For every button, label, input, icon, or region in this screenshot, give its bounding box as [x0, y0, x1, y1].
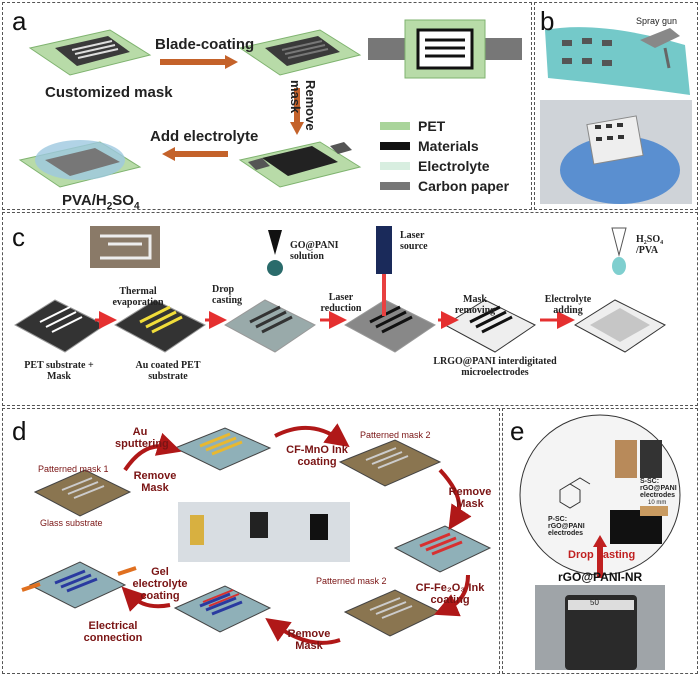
- patterned-mask-2b-label: Patterned mask 2: [316, 576, 387, 586]
- a-device-removed: [238, 141, 362, 188]
- lrgo-label: LRGO@PANI interdigitated microelectrodes: [433, 356, 557, 378]
- legend-swatch-electrolyte: [380, 162, 410, 170]
- panel-b-label: b: [540, 6, 555, 36]
- pva-sub-4: 4: [133, 201, 140, 212]
- cf-mno-label: CF-MnO Ink coating: [286, 444, 348, 468]
- panel-b: [534, 2, 698, 210]
- beaker-mark-label: 50: [590, 598, 599, 607]
- customized-mask-label: Customized mask: [45, 84, 173, 101]
- legend-swatch-carbon: [380, 182, 410, 190]
- gel-electrolyte-label: Gel electrolyte coating: [132, 566, 188, 602]
- d-photo: [178, 502, 350, 562]
- au-coated-label: Au coated PET substrate: [135, 360, 201, 382]
- au-sputtering-label: Au sputtering: [115, 426, 169, 450]
- patterned-mask-1-label: Patterned mask 1: [38, 464, 109, 474]
- remove-mask-d1-label: Remove Mask: [133, 470, 177, 494]
- panel-d: [2, 408, 500, 674]
- d-step4: [393, 525, 492, 573]
- c-step5-mask: [444, 299, 536, 353]
- thermal-evaporation-label: Thermal evaporation: [112, 286, 164, 308]
- mask-removing-label: Mask removing: [454, 294, 496, 316]
- a-device-mask: [28, 29, 152, 76]
- add-electrolyte-label: Add electrolyte: [150, 128, 259, 145]
- panel-e: [502, 408, 698, 674]
- panel-a: [2, 2, 532, 210]
- p-sc-label: P-SC: rGO@PANI electrodes: [548, 516, 585, 537]
- go-pani-label: GO@PANI solution: [290, 240, 339, 262]
- d-step7: [21, 561, 137, 609]
- legend-carbon-paper: Carbon paper: [418, 178, 510, 194]
- drop-casting-c-label: Drop casting: [212, 284, 242, 306]
- b-photo-glove: [540, 100, 692, 204]
- d-step6: [173, 585, 272, 633]
- pva-so: SO: [112, 192, 134, 209]
- remove-mask-label: Remove mask: [288, 80, 318, 131]
- spray-gun-label: Spray gun: [636, 16, 678, 26]
- blade-coating-label: Blade-coating: [155, 36, 255, 53]
- e-circle-photo: [519, 414, 681, 576]
- scale-bar-label: 10 mm: [648, 500, 667, 506]
- glass-substrate-label: Glass substrate: [40, 518, 103, 528]
- d-step1: [33, 469, 132, 517]
- patterned-mask-2a-label: Patterned mask 2: [360, 430, 431, 440]
- legend-pet: PET: [418, 118, 446, 134]
- b-spray-illustration: [545, 27, 690, 96]
- panel-a-label: a: [12, 6, 27, 36]
- d-arrows: [121, 423, 472, 645]
- pva-label: PVA/H2SO4: [62, 192, 140, 212]
- electrolyte-adding-label: Electrolyte adding: [544, 294, 592, 316]
- panel-c: [2, 212, 698, 406]
- panel-e-label: e: [510, 416, 525, 446]
- s-sc-label: S-SC: rGO@PANI electrodes: [640, 478, 677, 499]
- d-step2: [173, 427, 272, 471]
- laser-source-label: Laser source: [400, 230, 428, 252]
- pva-sub-2: 2: [106, 201, 113, 212]
- a-device-coated: [238, 29, 362, 76]
- electrical-connection-label: Electrical connection: [83, 620, 143, 644]
- pet-substrate-label: PET substrate + Mask: [24, 360, 94, 382]
- c-step1-substrate: [14, 299, 106, 353]
- cf-fe2o3-label: CF-Fe₂O₃ Ink coating: [415, 582, 485, 606]
- panel-d-label: d: [12, 416, 27, 446]
- remove-mask-d3-label: Remove Mask: [287, 628, 331, 652]
- a-topview: [368, 19, 522, 79]
- drop-casting-e-label: Drop casting: [568, 549, 636, 561]
- remove-mask-d2-label: Remove Mask: [448, 486, 492, 510]
- c-step3-drop: [224, 230, 316, 353]
- legend-swatch-pet: [380, 122, 410, 130]
- panel-c-label: c: [12, 222, 25, 252]
- h2so4-pva-label: H₂SO₄ /PVA: [636, 234, 664, 256]
- d-step3: [338, 439, 442, 487]
- c-step6-electrolyte: [574, 227, 666, 353]
- c-step4-laser: [344, 226, 436, 353]
- laser-reduction-label: Laser reduction: [320, 292, 362, 314]
- e-beaker-photo: [535, 585, 665, 670]
- legend-electrolyte: Electrolyte: [418, 158, 490, 174]
- pva-text: PVA/H: [62, 192, 107, 209]
- a-device-electrolyte: [18, 140, 142, 188]
- legend-materials: Materials: [418, 138, 479, 154]
- c-photo: [90, 226, 160, 268]
- rgo-pani-nr-label: rGO@PANI-NR: [558, 570, 643, 584]
- legend-swatch-materials: [380, 142, 410, 150]
- c-step2-au: [114, 299, 206, 353]
